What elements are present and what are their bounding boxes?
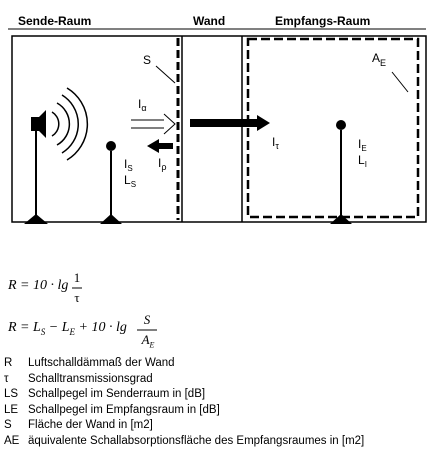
formula2-le: − L: [45, 320, 70, 335]
label-i-alpha: Iα: [138, 97, 147, 113]
reflected-intensity-arrow: [147, 139, 173, 153]
formula2-sub-e: E: [69, 326, 76, 337]
microphone-send-icon: [100, 141, 122, 224]
formula2-sub-s: S: [40, 326, 46, 337]
incident-intensity-arrow: [131, 113, 176, 135]
header-wall: Wand: [193, 14, 225, 28]
label-ls: LS: [124, 173, 136, 189]
formula1-left: R = 10 · lg: [8, 278, 69, 293]
formula2-r-ls: R = L: [8, 320, 41, 335]
microphone-receive-icon: [330, 120, 352, 224]
formula2-lg: + 10 · lg: [75, 320, 127, 335]
loudspeaker-icon: [24, 110, 48, 224]
formula-2: R = LS − LE + 10 · lg: [8, 320, 127, 337]
label-ie: IE: [358, 137, 367, 153]
label-i-tau: Iτ: [272, 135, 279, 151]
absorption-area-box: [246, 37, 420, 219]
formula2-numerator: S: [143, 312, 151, 327]
header-receive-room: Empfangs-Raum: [275, 14, 370, 28]
formula1-denominator: τ: [74, 290, 80, 305]
transmitted-intensity-arrow: [190, 115, 270, 131]
ae-pointer: [391, 71, 409, 93]
room-frame: [11, 35, 427, 223]
formula2-denominator: AE: [141, 332, 155, 350]
header-send-room: Sende-Raum: [18, 14, 91, 28]
label-ae: AE: [372, 51, 386, 68]
sound-waves-icon: [51, 87, 89, 161]
label-i-rho: Iρ: [158, 156, 166, 172]
label-le: LI: [358, 153, 367, 169]
label-is: IS: [124, 157, 133, 173]
formula-1: R = 10 · lg: [8, 278, 68, 294]
label-s: S: [143, 53, 151, 67]
formula1-numerator: 1: [73, 270, 81, 285]
s-pointer: [155, 65, 176, 84]
